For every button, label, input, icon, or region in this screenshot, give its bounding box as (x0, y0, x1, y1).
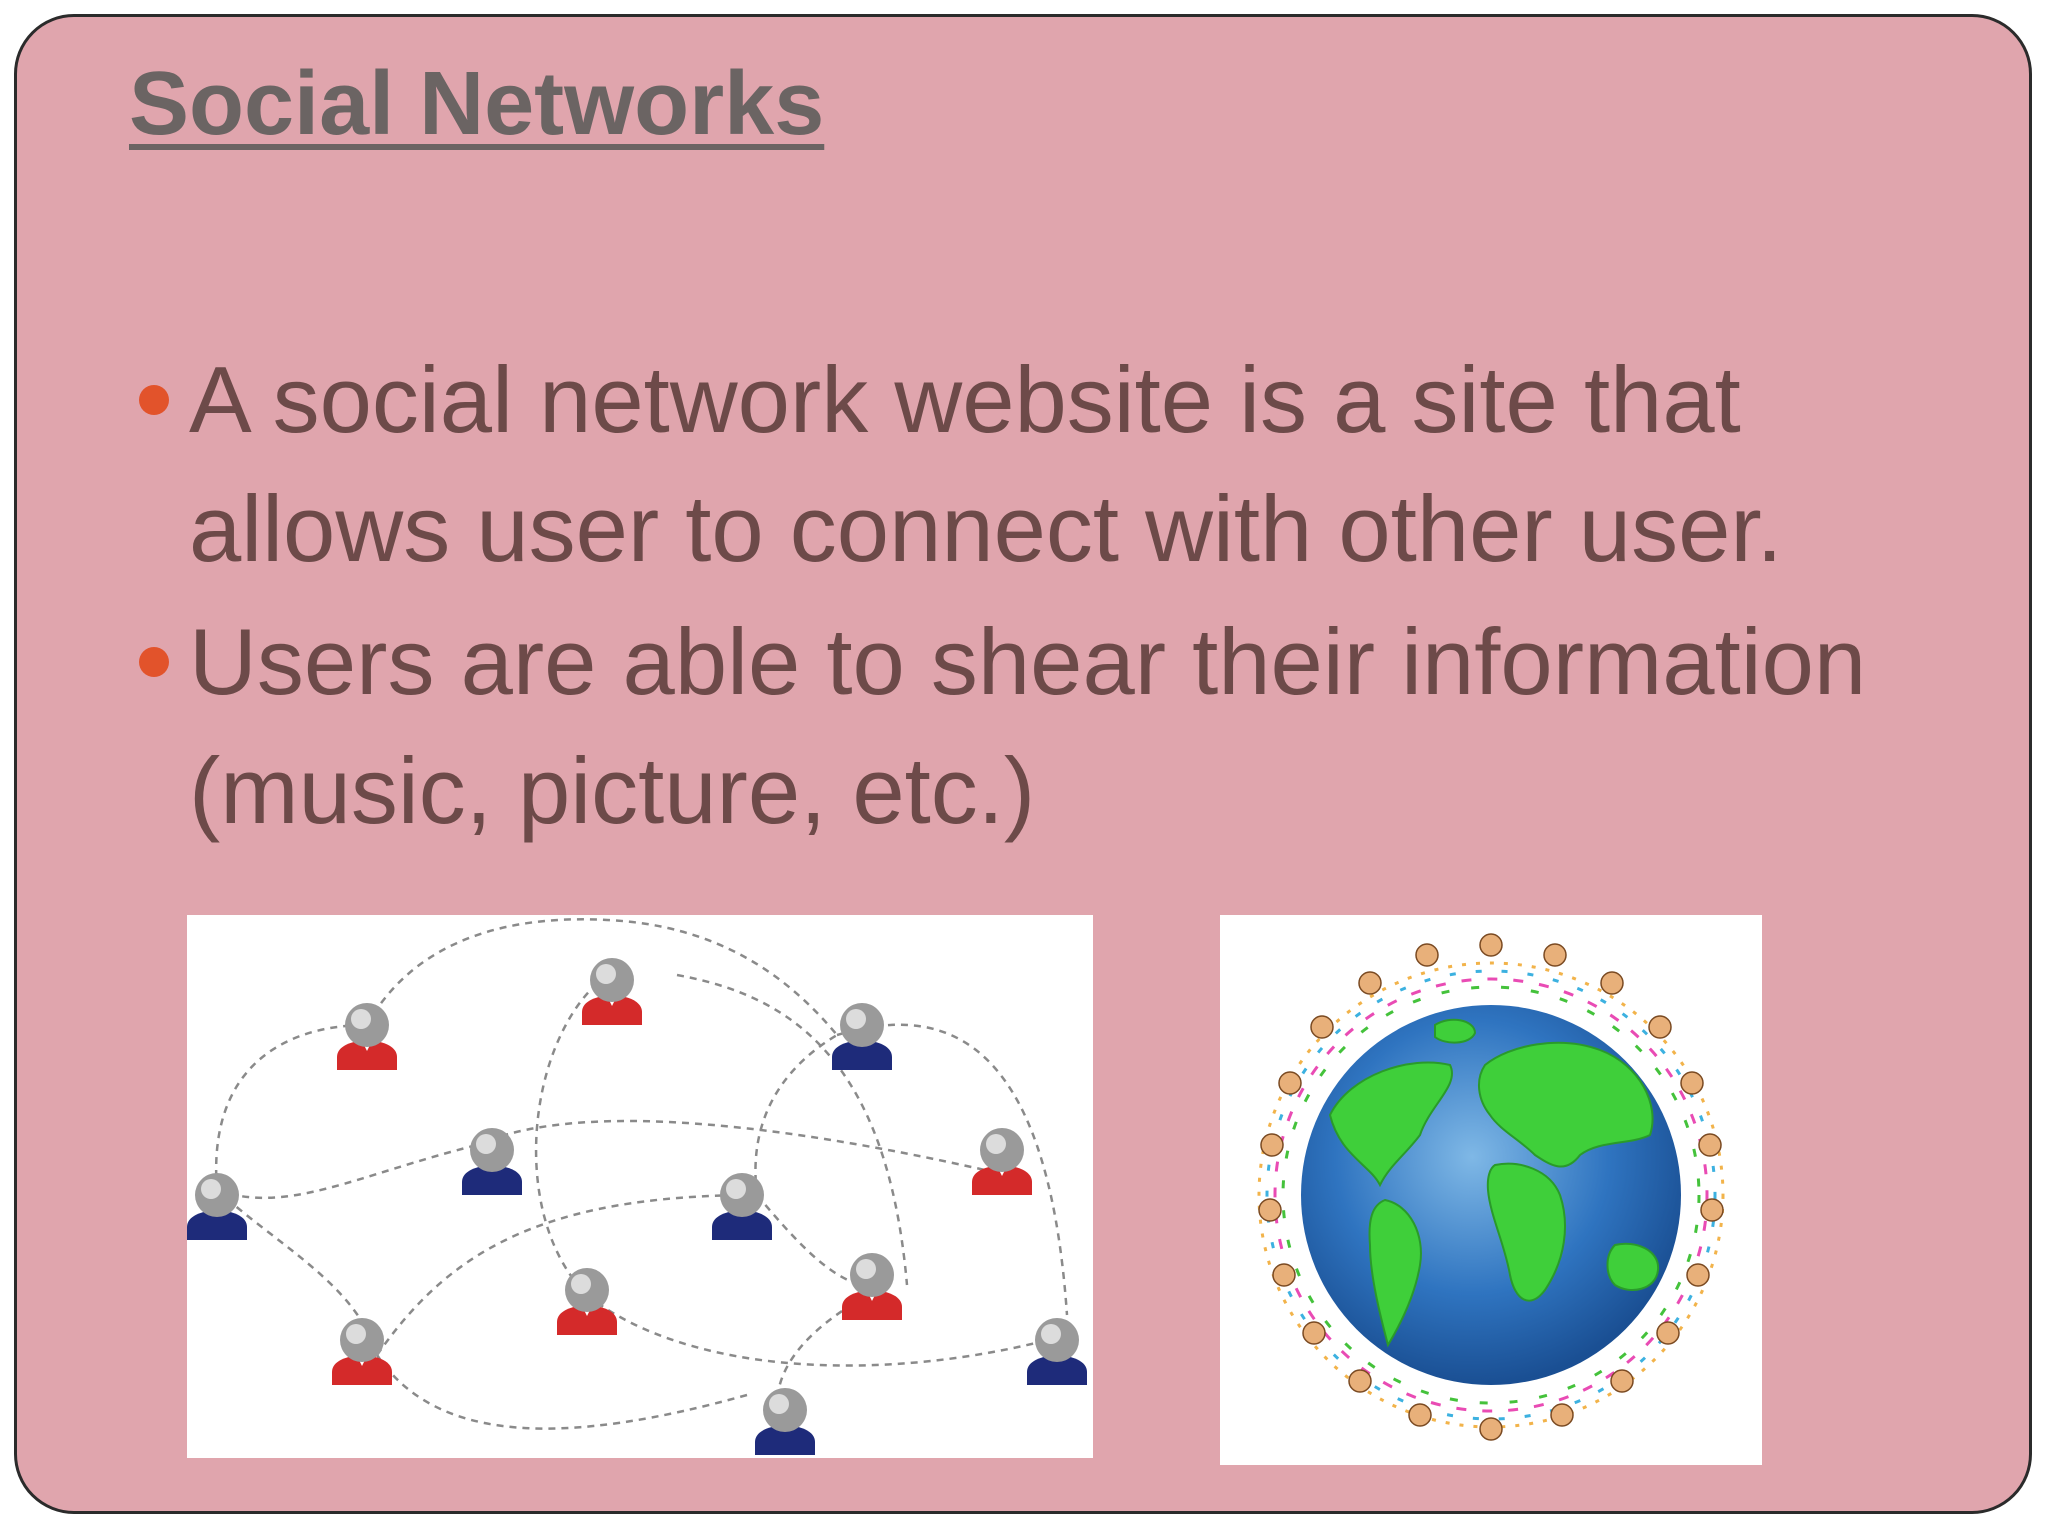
social-network-people-icon (187, 918, 1087, 1455)
bullet-text: Users are able to shear their informatio… (189, 609, 1867, 843)
bullet-list: A social network website is a site that … (139, 335, 1989, 859)
bullet-text: A social network website is a site that … (189, 347, 1783, 581)
slide: Social Networks A social network website… (14, 14, 2032, 1514)
slide-title: Social Networks (129, 54, 825, 154)
globe-image (1220, 915, 1762, 1465)
person-icons (187, 958, 1087, 1455)
bullet-dot-icon (139, 385, 169, 415)
bullet-item: A social network website is a site that … (139, 335, 1989, 593)
children-heads (1258, 933, 1724, 1441)
bullet-dot-icon (139, 647, 169, 677)
social-network-image (187, 915, 1093, 1458)
globe-land (1328, 1018, 1660, 1348)
bullet-item: Users are able to shear their informatio… (139, 597, 1989, 855)
globe-children-holding-hands-icon (1257, 933, 1725, 1441)
